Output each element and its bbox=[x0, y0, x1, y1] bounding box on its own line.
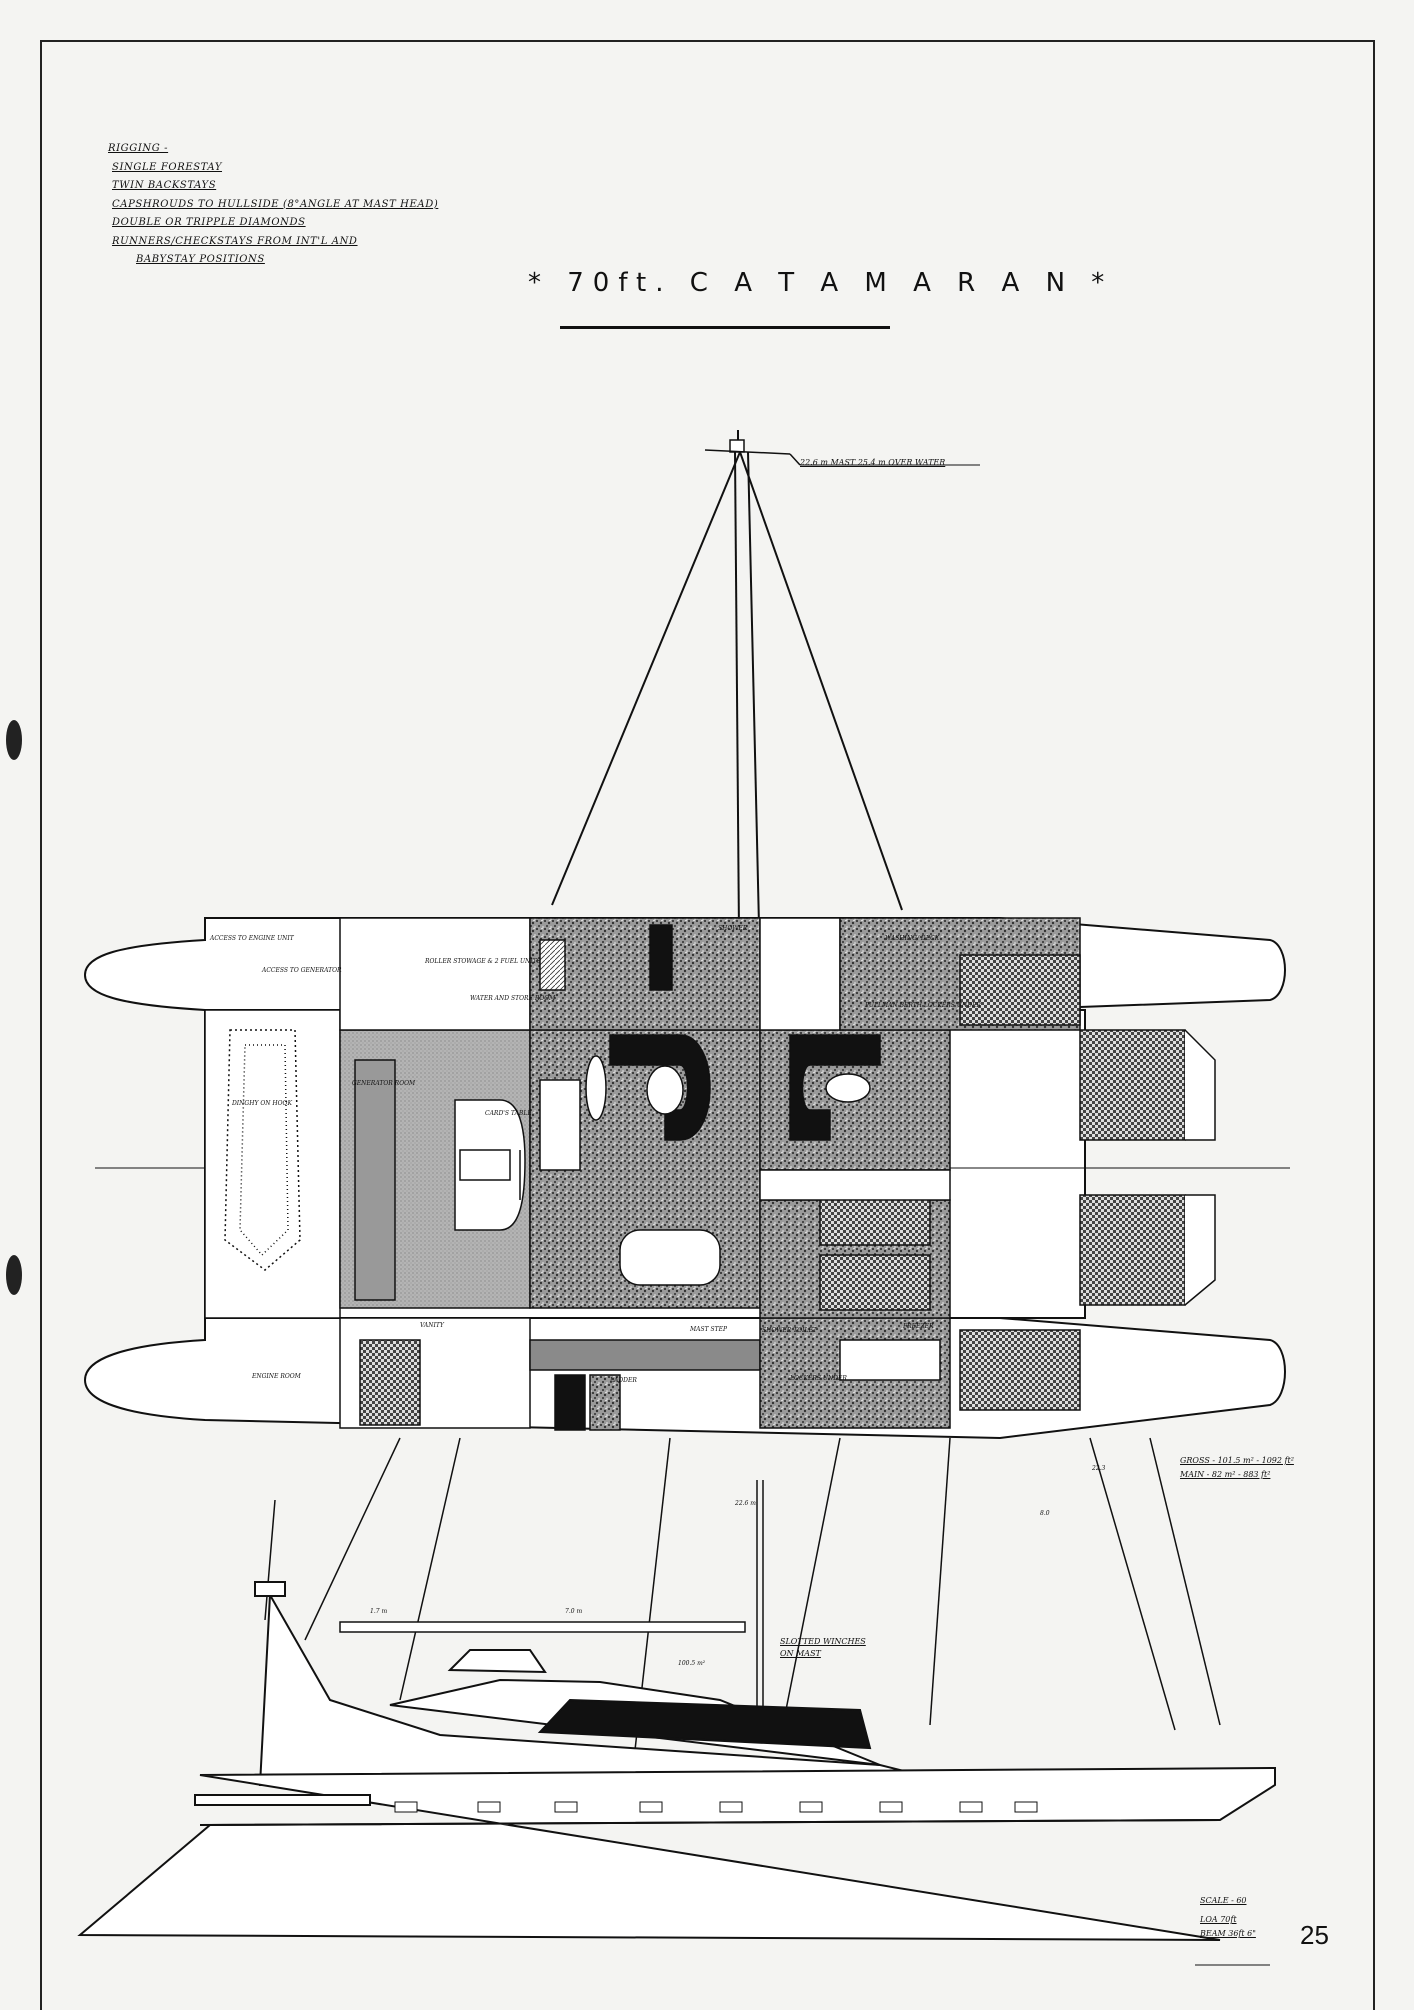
saloon bbox=[339, 1029, 531, 1309]
drawing-title: * 70ft. C A T A M A R A N * bbox=[528, 268, 1114, 298]
rigging-item: SINGLE FORESTAY bbox=[112, 161, 223, 173]
label-access-engine: ACCESS TO ENGINE UNIT bbox=[210, 935, 294, 942]
label-mast-height: 22.6 m bbox=[735, 1500, 756, 1507]
title-underline bbox=[560, 326, 890, 329]
label-generator-room: GENERATOR ROOM bbox=[352, 1080, 416, 1087]
trampoline-nets bbox=[1079, 1029, 1216, 1306]
hull-profile bbox=[77, 1766, 1276, 1941]
label-water-stowage: WATER AND STORE ROOM bbox=[470, 995, 556, 1002]
label-boom-length: 7.0 m bbox=[565, 1608, 583, 1615]
sail-area-main: MAIN - 82 m² - 883 ft² bbox=[1180, 1470, 1271, 1479]
label-shower: SHOWER bbox=[718, 925, 748, 932]
rigging-heading: RIGGING - bbox=[108, 143, 169, 154]
rigging-item: CAPSHROUDS TO HULLSIDE (8°ANGLE AT MAST … bbox=[112, 198, 439, 210]
label-freezer: FREEZER bbox=[903, 1323, 934, 1330]
label-stay-length: 22.3 bbox=[1092, 1465, 1106, 1472]
label-angle: 8.0 bbox=[1040, 1510, 1050, 1517]
label-shower-toilet: SHOWER TOILET bbox=[762, 1327, 817, 1334]
label-access-generator: ACCESS TO GENERATOR bbox=[262, 967, 342, 974]
rigging-item: TWIN BACKSTAYS bbox=[112, 180, 217, 191]
binder-hole bbox=[6, 1255, 22, 1295]
elevation-stays bbox=[264, 1437, 1221, 1751]
rigging-item: DOUBLE OR TRIPPLE DIAMONDS bbox=[112, 217, 306, 228]
rigging-notes: RIGGING - SINGLE FORESTAY TWIN BACKSTAYS… bbox=[108, 140, 438, 270]
rigging-item: BABYSTAY POSITIONS bbox=[136, 254, 265, 265]
label-spreader: 100.5 m² bbox=[678, 1660, 706, 1667]
spec-scale: SCALE - 60 bbox=[1200, 1896, 1247, 1905]
superstructure bbox=[254, 1581, 961, 1786]
label-washing: WASHING/ DECK bbox=[885, 935, 940, 942]
label-vanity: VANITY bbox=[420, 1322, 444, 1329]
label-slotted-winches: SLOTTED WINCHES ON MAST bbox=[780, 1637, 866, 1658]
spec-beam: BEAM 36ft 6" bbox=[1200, 1929, 1256, 1938]
label-cards-table: CARD'S TABLE bbox=[485, 1110, 532, 1117]
hull-portlights bbox=[394, 1801, 1038, 1813]
spec-loa: LOA 70ft bbox=[1200, 1915, 1237, 1924]
label-pullman-berth: PULLMAN BERTH LOCKERS UNDER bbox=[865, 1002, 981, 1009]
label-engine-room: ENGINE ROOM bbox=[252, 1373, 301, 1380]
binder-hole bbox=[6, 720, 22, 760]
boom bbox=[339, 1621, 746, 1633]
label-ladder: LADDER bbox=[610, 1377, 637, 1384]
rigging-item: RUNNERS/CHECKSTAYS FROM INT'L AND bbox=[112, 235, 358, 247]
page-frame bbox=[40, 40, 1375, 2010]
mast-height-note: 22.6 m MAST 25.4 m OVER WATER bbox=[800, 458, 946, 467]
label-roller-stowage: ROLLER STOWAGE & 2 FUEL UNITS bbox=[425, 958, 541, 965]
upper-hull-cabins bbox=[339, 917, 1081, 1171]
label-stairs: MAST STEP bbox=[690, 1326, 728, 1333]
sail-area-gross: GROSS - 101.5 m² - 1092 ft² bbox=[1180, 1456, 1294, 1465]
label-lockers-under: LOCKERS UNDER bbox=[790, 1375, 847, 1382]
aft-deck bbox=[204, 1009, 341, 1319]
masthead bbox=[704, 439, 980, 466]
page-number: 25 bbox=[1300, 1920, 1329, 1950]
lower-hull-cabins bbox=[339, 1169, 1081, 1431]
label-boom-start: 1.7 m bbox=[370, 1608, 388, 1615]
label-dinghy: DINGHY ON HOOK bbox=[232, 1100, 292, 1107]
